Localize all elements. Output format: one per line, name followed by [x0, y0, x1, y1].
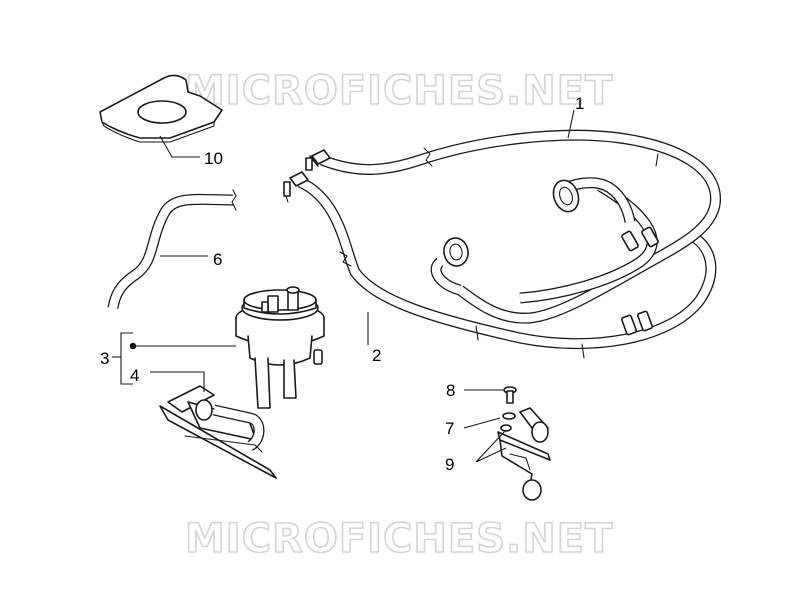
part-2-fuel-hose[interactable] — [297, 176, 717, 359]
callout-6: 6 — [213, 250, 222, 269]
hose-connector-lower — [430, 237, 469, 296]
part-3-fuel-pump[interactable] — [235, 286, 325, 366]
part-10-cover-plate[interactable] — [99, 74, 223, 143]
hose-connector-upper — [552, 177, 636, 224]
leader-10 — [159, 135, 200, 158]
part-1-fuel-hose[interactable] — [319, 129, 722, 324]
callout-7: 7 — [445, 419, 454, 438]
part-7-washer[interactable] — [502, 412, 516, 420]
hose-elbow-fittings — [283, 149, 331, 203]
leader-7 — [463, 417, 501, 429]
callout-2: 2 — [372, 346, 381, 365]
watermark-top: MICROFICHES.NET — [185, 68, 613, 114]
watermark-bottom: MICROFICHES.NET — [185, 516, 613, 562]
part-4-fuel-filter[interactable] — [159, 357, 297, 479]
part-8-screw[interactable] — [503, 386, 517, 404]
bracket-callout-3-4 — [112, 332, 236, 392]
leader-1 — [567, 109, 575, 139]
callout-4: 4 — [130, 366, 139, 385]
hose-clamps — [620, 226, 659, 336]
leader-9 — [475, 429, 507, 463]
callout-1: 1 — [575, 94, 584, 113]
callout-9: 9 — [445, 455, 454, 474]
callout-10: 10 — [204, 149, 223, 168]
part-9-clamp-bracket[interactable] — [497, 407, 551, 501]
part-6-breather-hose[interactable] — [107, 189, 237, 309]
callout-8: 8 — [446, 381, 455, 400]
callout-3: 3 — [100, 349, 109, 368]
